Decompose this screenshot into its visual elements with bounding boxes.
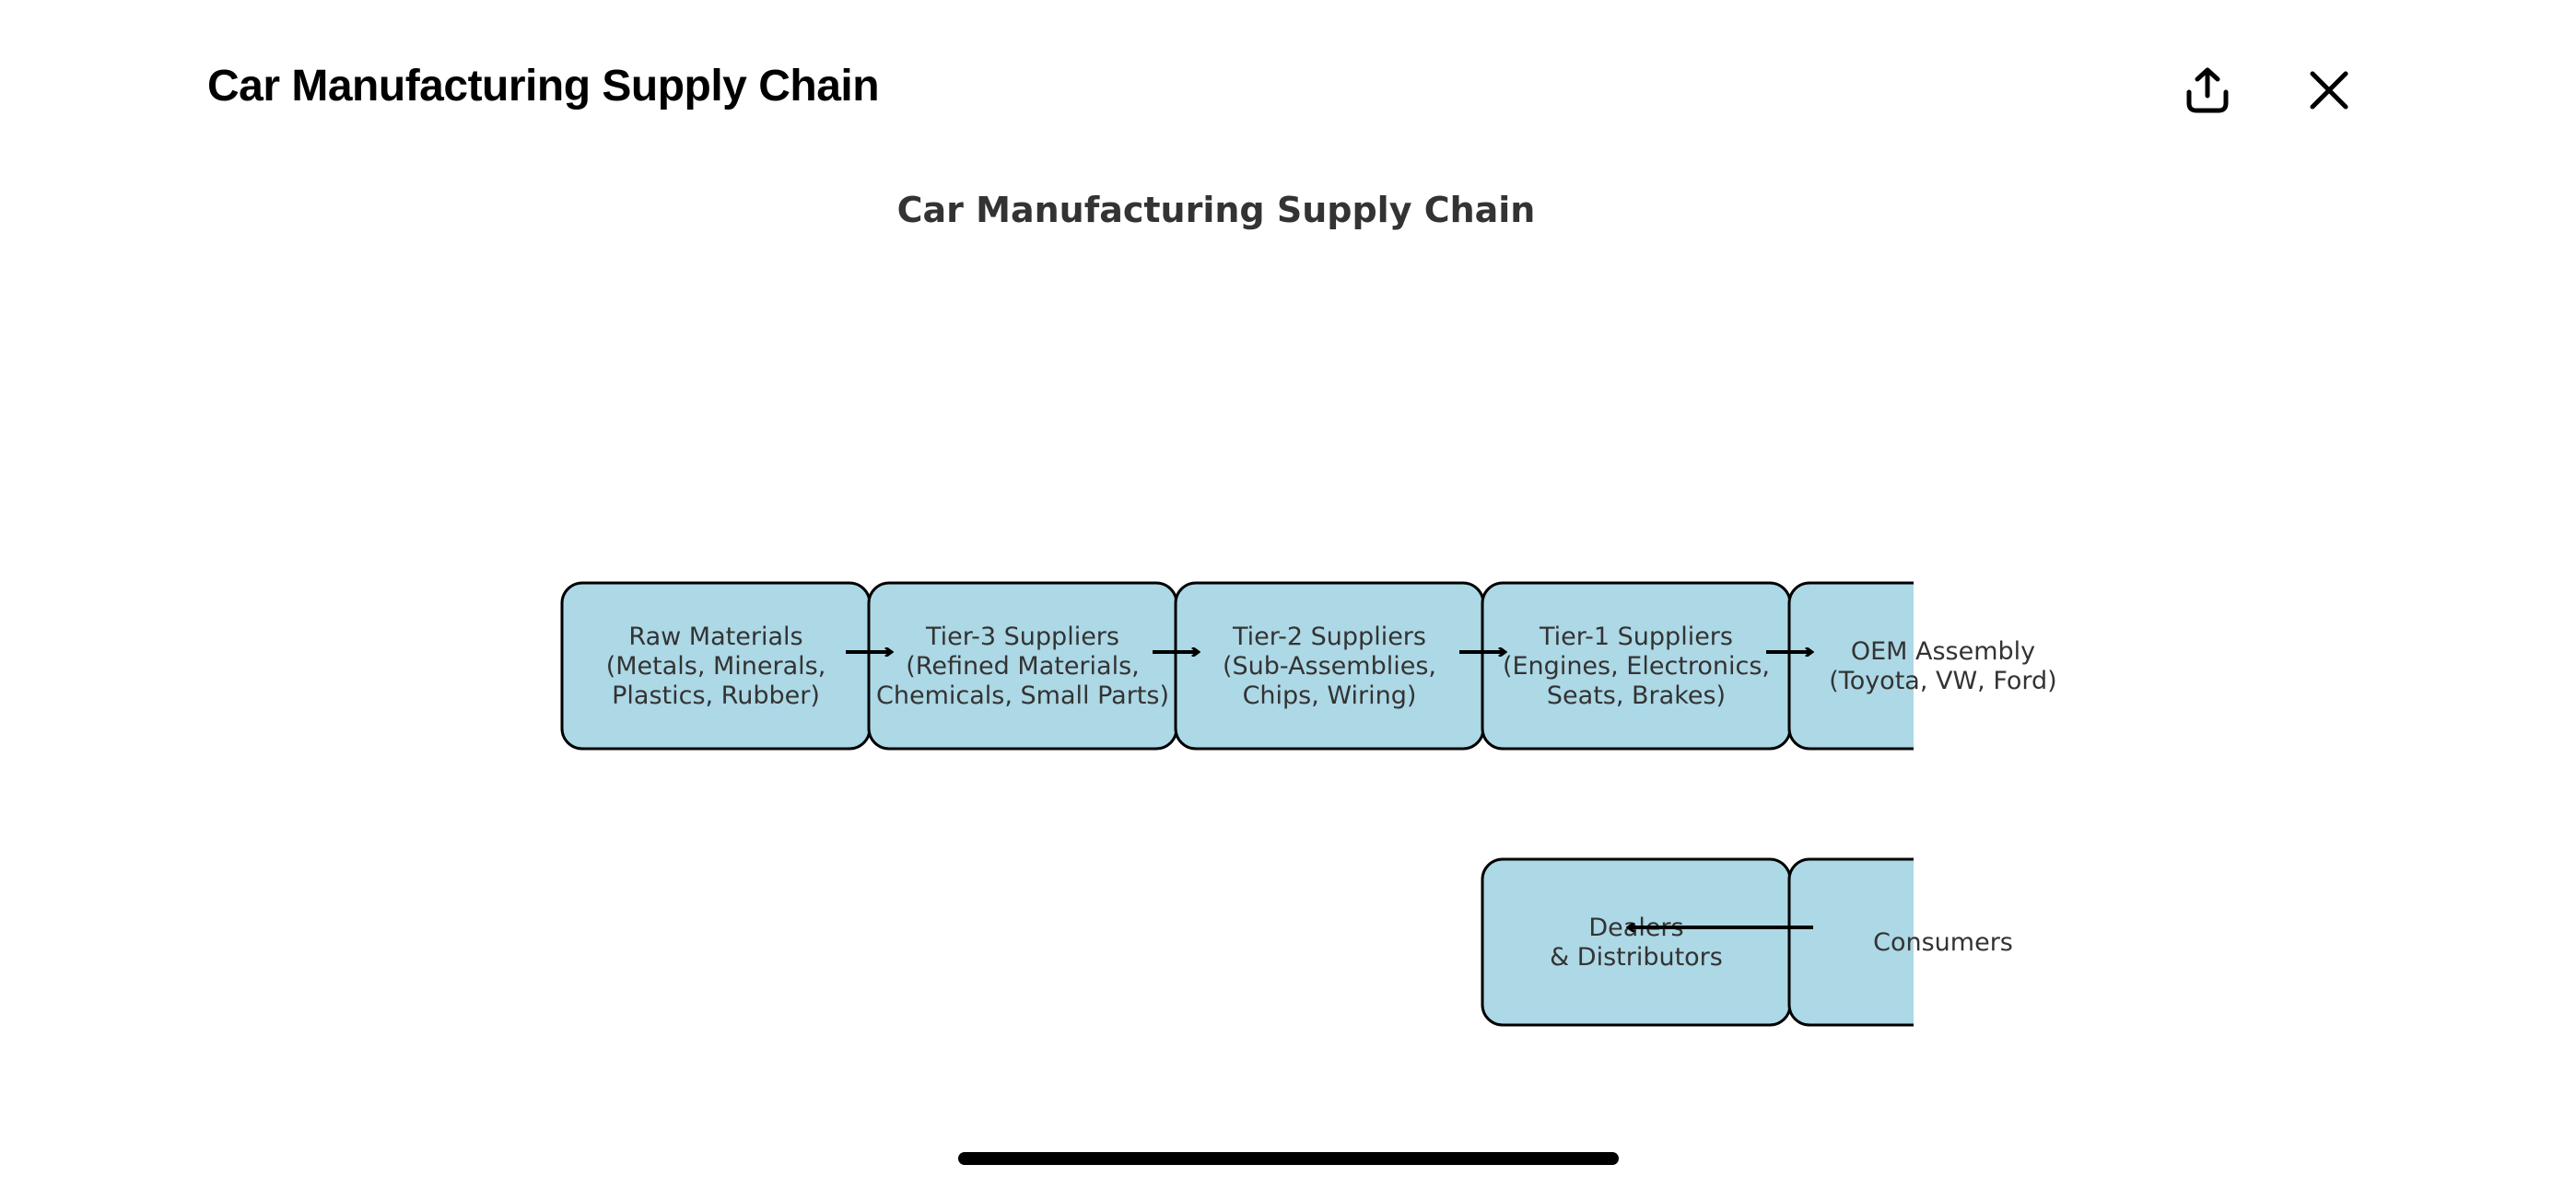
node-label-raw: Raw Materials [628,623,802,651]
node-label-dealers: & Distributors [1550,943,1723,972]
node-label-tier2: Tier-2 Suppliers [1232,623,1426,651]
node-label-tier2: Chips, Wiring) [1243,681,1417,710]
home-indicator[interactable] [958,1152,1619,1165]
page-title: Car Manufacturing Supply Chain [207,62,880,111]
node-label-tier1: Tier-1 Suppliers [1539,623,1733,651]
node-label-oem: (Toyota, VW, Ford) [1829,667,2056,695]
node-label-tier3: (Refined Materials, [906,652,1139,681]
node-label-tier1: Seats, Brakes) [1547,681,1726,710]
node-box-oem [1787,581,1914,751]
node-box-dealers [1481,857,1792,1027]
node-label-tier3: Tier-3 Suppliers [925,623,1119,651]
node-label-raw: (Metals, Minerals, [606,652,826,681]
node-label-consumers: Consumers [1873,928,2013,957]
node-label-oem: OEM Assembly [1851,637,2035,666]
node-box-consumers [1787,857,1914,1027]
node-label-tier1: (Engines, Electronics, [1503,652,1770,681]
node-label-tier3: Chemicals, Small Parts) [876,681,1169,710]
node-label-raw: Plastics, Rubber) [612,681,820,710]
close-icon[interactable] [2303,64,2355,116]
share-icon[interactable] [2182,64,2233,116]
diagram-title: Car Manufacturing Supply Chain [897,190,1536,230]
node-label-tier2: (Sub-Assemblies, [1223,652,1436,681]
